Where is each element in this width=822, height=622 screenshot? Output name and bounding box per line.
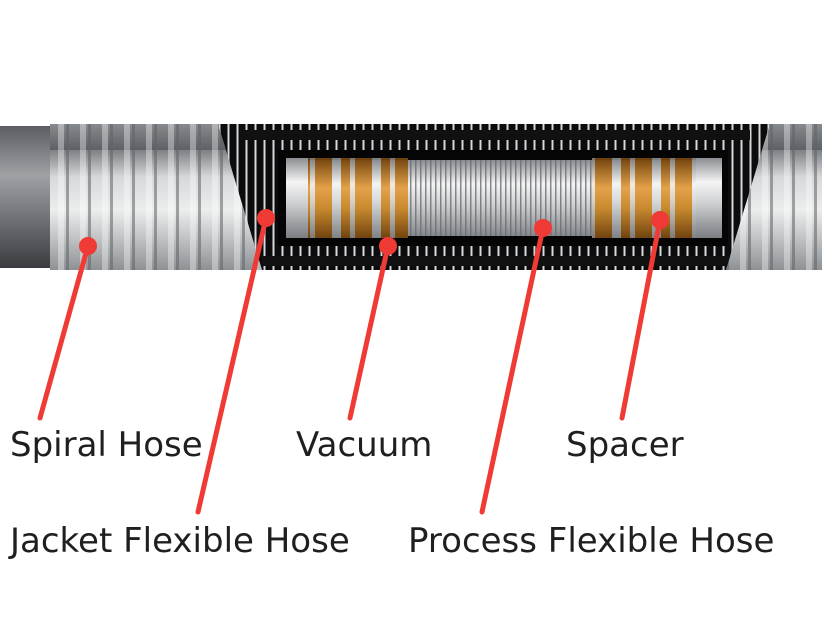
callout-dot-spiral-hose	[79, 237, 97, 255]
inner-tube-left-cap	[286, 158, 308, 238]
jacket-top-band	[240, 130, 750, 140]
inner-tube-right-cap	[696, 158, 722, 238]
spacer-left	[308, 158, 408, 238]
label-vacuum: Vacuum	[296, 425, 433, 465]
jacket-bottom-band	[262, 256, 732, 266]
label-spiral-hose: Spiral Hose	[10, 425, 203, 465]
process-flexible-hose-body	[408, 160, 592, 236]
spacer-right	[592, 158, 696, 238]
end-fitting	[0, 126, 50, 268]
callout-line-spiral-hose	[37, 243, 91, 421]
callouts	[37, 209, 669, 515]
callout-dot-spacer	[651, 211, 669, 229]
callout-dot-process-flexible-hose	[534, 219, 552, 237]
callout-line-process-flexible-hose	[479, 225, 546, 515]
spiral-hose-left	[50, 124, 262, 270]
callout-line-vacuum	[347, 243, 391, 421]
label-jacket-flexible-hose: Jacket Flexible Hose	[10, 521, 350, 561]
callout-line-spacer	[619, 217, 663, 421]
label-spacer: Spacer	[566, 425, 684, 465]
callout-line-jacket-flexible-hose	[195, 215, 269, 515]
label-process-flexible-hose: Process Flexible Hose	[408, 521, 775, 561]
callout-dot-jacket-flexible-hose	[257, 209, 275, 227]
callout-dot-vacuum	[379, 237, 397, 255]
spiral-hose-right	[726, 124, 822, 270]
